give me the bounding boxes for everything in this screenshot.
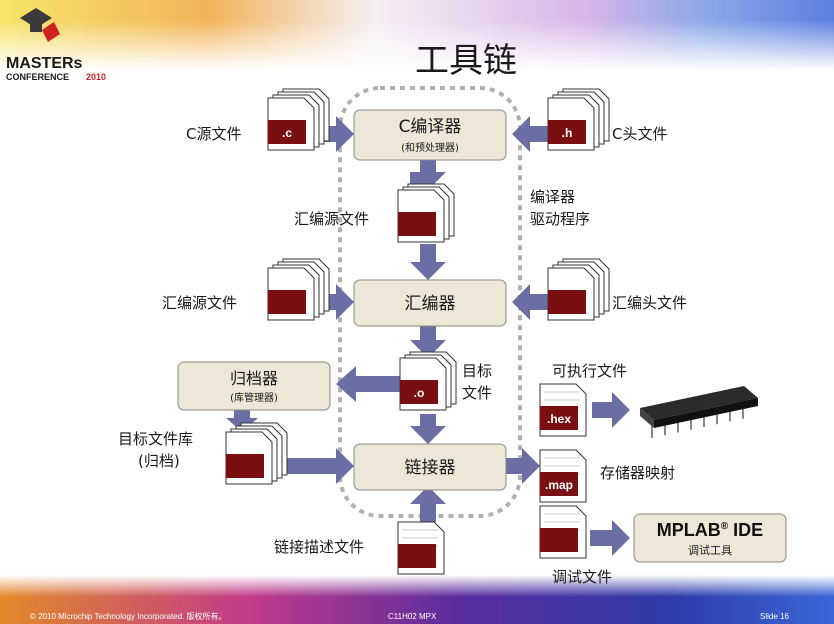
arrow-linker-to-map (506, 448, 540, 484)
arrow-c-to-compiler (318, 116, 354, 152)
arrow-archiver-to-lib (226, 410, 258, 432)
slide-title: 工具链 (415, 41, 517, 81)
compiler-box: C编译器 (和预处理器) (353, 109, 507, 161)
c-header-file-tag (548, 120, 586, 144)
label-linker-script: 链接描述文件 (274, 538, 364, 556)
ide-title: MPLAB® IDE (657, 520, 763, 540)
library-file-tag (226, 454, 264, 478)
object-file-icon: .o (399, 351, 457, 411)
masters-logo: MASTERs CONFERENCE 2010 (6, 8, 106, 82)
label-debug-file: 调试文件 (552, 568, 612, 586)
label-driver-2: 驱动程序 (530, 210, 590, 228)
label-asm-intermediate: 汇编源文件 (294, 210, 369, 228)
asm-source-file-tag (268, 290, 306, 314)
asm-source-file-icon (267, 258, 330, 321)
label-library-1: 目标文件库 (118, 430, 193, 448)
logo-conference: CONFERENCE (6, 72, 69, 82)
c-source-file-ext: .c (282, 126, 292, 140)
microchip-m-icon (42, 22, 60, 42)
footer-slide-number: Slide 16 (760, 612, 789, 621)
asm-intermediate-file-tag (398, 212, 436, 236)
logo-masters: MASTERs (6, 55, 83, 72)
arrow-obj-to-archiver (336, 366, 400, 402)
asm-header-file-tag (548, 290, 586, 314)
debug-file-tag (540, 528, 578, 552)
mortarboard-icon (20, 8, 52, 28)
flow-arrows (226, 116, 630, 556)
label-library-2: (归档) (138, 452, 180, 470)
arrow-compiler-to-asm (410, 158, 446, 190)
linker-title: 链接器 (405, 458, 456, 478)
footer-copyright: © 2010 Microchip Technology Incorporated… (30, 611, 227, 621)
linker-script-file-tag (398, 544, 436, 568)
c-header-file-ext: .h (562, 126, 573, 140)
linker-script-file-icon (397, 521, 445, 575)
archiver-title: 归档器 (230, 369, 278, 388)
label-memory-map: 存储器映射 (600, 464, 675, 482)
object-file-tag (400, 380, 438, 404)
c-source-file-icon: .c (267, 88, 330, 151)
label-object-2: 文件 (462, 384, 492, 402)
arrow-lib-to-linker (280, 448, 354, 484)
assembler-title: 汇编器 (405, 294, 456, 314)
archiver-box: 归档器 (库管理器) (177, 361, 331, 411)
label-c-header: C头文件 (612, 125, 667, 143)
arrow-asmsrc-to-assembler (318, 284, 354, 320)
arrow-assembler-to-obj (410, 326, 446, 358)
arrow-script-to-linker (410, 486, 446, 522)
c-source-file-tag (268, 120, 306, 144)
arrow-asm-to-assembler (410, 244, 446, 280)
compiler-subtitle: (和预处理器) (401, 142, 459, 154)
c-header-file-icon: .h (547, 88, 610, 151)
arrow-asmh-to-assembler (512, 284, 548, 320)
object-file-ext: .o (414, 386, 425, 400)
file-icons: .c .h .o .hex .map (225, 88, 610, 575)
archiver-subtitle: (库管理器) (230, 391, 278, 404)
map-file-icon: .map (539, 449, 587, 503)
debug-file-icon (539, 505, 587, 559)
assembler-box: 汇编器 (353, 279, 507, 327)
logo-year: 2010 (86, 72, 106, 82)
asm-intermediate-file-icon (397, 183, 455, 243)
mplab-ide-box: MPLAB® IDE 调试工具 (633, 513, 787, 563)
label-asm-header: 汇编头文件 (612, 294, 687, 312)
ide-subtitle: 调试工具 (688, 544, 732, 557)
compiler-title: C编译器 (399, 117, 462, 137)
label-executable: 可执行文件 (552, 362, 627, 380)
arrow-h-to-compiler (512, 116, 548, 152)
label-driver-1: 编译器 (530, 188, 575, 206)
asm-header-file-icon (547, 258, 610, 321)
label-asm-source: 汇编源文件 (162, 294, 237, 312)
hex-file-icon: .hex (539, 383, 587, 437)
arrow-debug-to-ide (590, 520, 630, 556)
label-c-source: C源文件 (186, 125, 241, 143)
arrow-obj-to-linker (410, 414, 446, 444)
footer-code: C11H02 MPX (388, 612, 437, 621)
map-file-tag (540, 472, 578, 496)
hex-file-tag (540, 406, 578, 430)
linker-box: 链接器 (353, 443, 507, 491)
label-object-1: 目标 (462, 362, 492, 380)
library-file-icon (225, 422, 288, 485)
hex-file-ext: .hex (547, 412, 571, 426)
footer: © 2010 Microchip Technology Incorporated… (30, 611, 789, 621)
bottom-banner (0, 575, 834, 624)
top-banner (0, 0, 834, 70)
arrow-hex-to-chip (592, 392, 630, 428)
microcontroller-chip-icon (640, 386, 758, 438)
labels: C源文件 C头文件 汇编源文件 编译器 驱动程序 汇编源文件 汇编头文件 目标 … (118, 125, 687, 586)
map-file-ext: .map (545, 478, 573, 492)
